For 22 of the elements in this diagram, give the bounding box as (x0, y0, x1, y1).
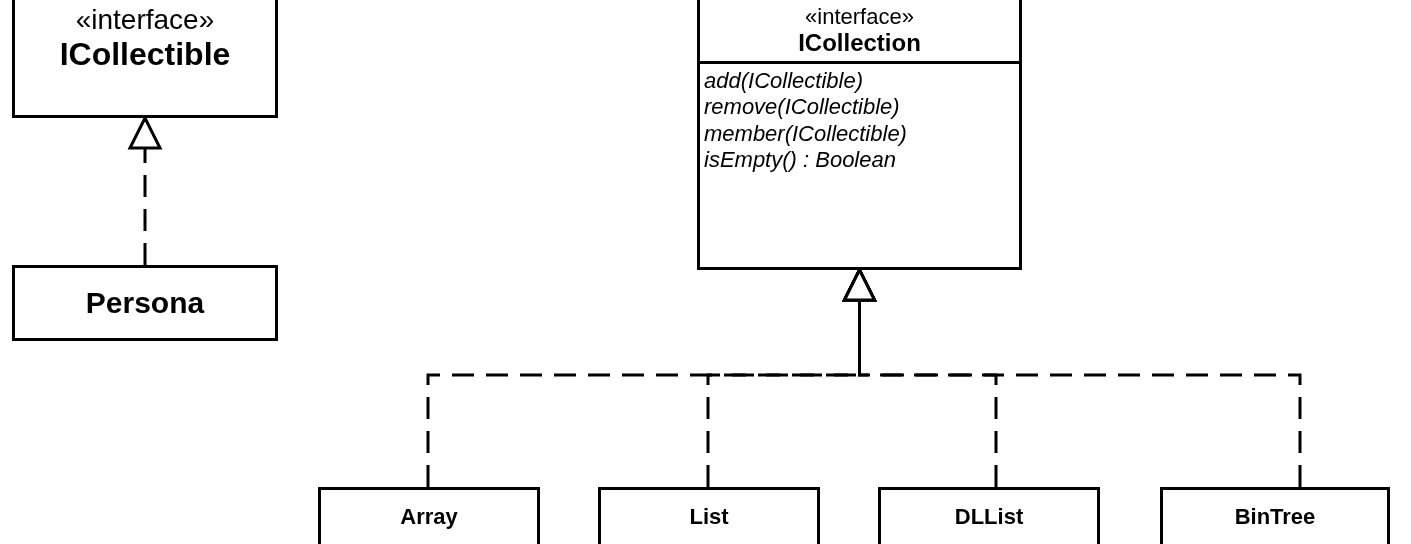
class-box (1160, 487, 1390, 544)
class-name: List (688, 504, 730, 530)
class-name: ICollectible (58, 36, 232, 73)
class-name: BinTree (1233, 504, 1317, 530)
class-name: ICollection (797, 29, 922, 57)
class-box (12, 265, 278, 341)
operation-signature: add(ICollectible) (704, 67, 864, 95)
class-box (12, 0, 278, 118)
class-name: DLList (953, 504, 1025, 530)
class-box (697, 0, 1022, 270)
stereotype-label: «interface» (804, 4, 915, 30)
operation-signature: remove(ICollectible) (704, 94, 901, 121)
stereotype-label: «interface» (74, 4, 216, 37)
class-box (598, 487, 820, 544)
operation-signature: isEmpty() : Boolean (704, 147, 897, 174)
class-box (878, 487, 1100, 544)
class-box (318, 487, 540, 544)
operation-signature: member(ICollectible) (704, 120, 908, 148)
realization-arrow (128, 116, 162, 265)
realization-arrow (843, 268, 1302, 487)
class-name: Array (399, 504, 459, 530)
class-name: Persona (84, 285, 206, 321)
